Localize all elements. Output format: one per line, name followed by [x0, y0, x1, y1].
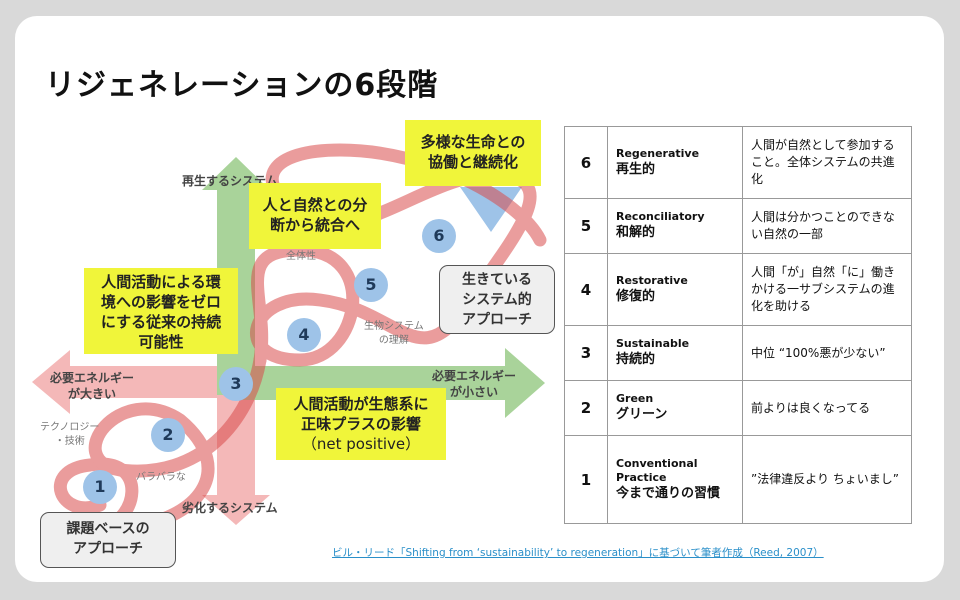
axis-label-left-line1: 必要エネルギー: [50, 371, 135, 385]
stage-name: Regenerative 再生的: [607, 126, 743, 199]
stage-name-ja: 再生的: [616, 161, 656, 177]
stage-name-ja: 修復的: [616, 288, 656, 304]
living-approach-line1: 生きている: [462, 272, 532, 288]
stage-name-en: Restorative: [616, 273, 688, 287]
callout-zero-impact-line2: 境への影響をゼロ: [100, 293, 221, 311]
axis-label-right-line2: が小さい: [450, 385, 499, 399]
living-systems-approach-box: 生きている システム的 アプローチ: [439, 265, 555, 334]
stage-name-ja: 和解的: [616, 225, 656, 240]
stage-number: 6: [564, 126, 608, 199]
problem-based-approach-box: 課題ベースの アプローチ: [40, 512, 176, 568]
label-fragmented: バラバラな: [136, 472, 186, 483]
stage-description: 人間は分かつことのできない自然の一部: [742, 198, 912, 254]
callout-human-nature: 人と自然との分 断から統合へ: [249, 183, 381, 249]
callout-human-nature-line2: 断から統合へ: [269, 216, 360, 234]
stage-number: 5: [564, 198, 608, 254]
stages-table: 6 Regenerative 再生的 人間が自然として参加すること。全体システム…: [564, 126, 912, 524]
callout-human-nature-line1: 人と自然との分: [262, 196, 368, 214]
stage-name-en: Conventional Practice: [616, 456, 698, 484]
table-row: 6 Regenerative 再生的 人間が自然として参加すること。全体システム…: [564, 126, 912, 199]
stage-number: 2: [564, 380, 608, 436]
living-approach-line2: システム的: [462, 292, 532, 308]
axis-label-left: 必要エネルギー が大きい: [50, 370, 134, 402]
stage-name-ja: グリーン: [616, 407, 668, 422]
stage-circle-2: 2: [151, 418, 185, 452]
stage-number: 4: [564, 253, 608, 326]
stage-circle-3: 3: [219, 367, 253, 401]
stage-name: Conventional Practice 今まで通りの習慣: [607, 435, 743, 524]
stage-number: 1: [564, 435, 608, 524]
stage-circle-5: 5: [354, 268, 388, 302]
label-living-systems-line2: の理解: [378, 335, 409, 346]
callout-diverse-life-line2: 協働と継続化: [427, 153, 518, 171]
stage-description: 人間「が」自然「に」働きかける一サブシステムの進化を助ける: [742, 253, 912, 326]
stage-name-en: Sustainable: [616, 337, 690, 350]
right-arrow: [236, 348, 545, 418]
source-link[interactable]: ビル・リード「Shifting from ‘sustainability’ to…: [332, 547, 824, 559]
callout-net-positive-line2: 正味プラスの影響: [301, 415, 421, 433]
label-technology-line1: テクノロジー: [40, 422, 100, 433]
callout-net-positive: 人間活動が生態系に 正味プラスの影響 （net positive）: [276, 388, 446, 460]
axis-label-right: 必要エネルギー が小さい: [432, 368, 516, 400]
living-approach-line3: アプローチ: [462, 312, 532, 328]
stage-circle-4: 4: [287, 318, 321, 352]
table-row: 4 Restorative 修復的 人間「が」自然「に」働きかける一サブシステム…: [564, 253, 912, 326]
axis-label-right-line1: 必要エネルギー: [432, 369, 517, 383]
stage-name: Sustainable 持続的: [607, 325, 743, 381]
callout-net-positive-line1: 人間活動が生態系に: [293, 395, 429, 413]
axis-label-left-line2: が大きい: [68, 387, 117, 401]
stage-circle-1: 1: [83, 470, 117, 504]
label-technology-line2: ・技術: [54, 436, 85, 447]
table-row: 5 Reconciliatory 和解的 人間は分かつことのできない自然の一部: [564, 198, 912, 254]
label-technology: テクノロジー ・技術: [40, 421, 99, 449]
stage-circle-6: 6: [422, 219, 456, 253]
stage-name: Restorative 修復的: [607, 253, 743, 326]
down-arrow: [202, 366, 270, 525]
axis-label-down: 劣化するシステム: [182, 501, 278, 515]
problem-approach-line1: 課題ベースの: [66, 521, 150, 537]
stage-number: 3: [564, 325, 608, 381]
table-row: 3 Sustainable 持続的 中位 “100%悪が少ない”: [564, 325, 912, 381]
stage-name-en: Reconciliatory: [616, 210, 705, 223]
stage-name-ja: 今まで通りの習慣: [616, 485, 721, 501]
callout-zero-impact: 人間活動による環 境への影響をゼロ にする従来の持続 可能性: [84, 268, 238, 354]
callout-net-positive-line3: （net positive）: [301, 435, 421, 453]
stage-name-en: Green: [616, 392, 654, 405]
label-whole: 全体性: [286, 251, 316, 262]
callout-diverse-life-line1: 多様な生命との: [420, 133, 526, 151]
table-row: 1 Conventional Practice 今まで通りの習慣 ”法律違反より…: [564, 435, 912, 524]
stage-name: Reconciliatory 和解的: [607, 198, 743, 254]
table-row: 2 Green グリーン 前よりは良くなってる: [564, 380, 912, 436]
stage-description: 前よりは良くなってる: [742, 380, 912, 436]
stage-name-en: Regenerative: [616, 146, 700, 160]
stage-description: 中位 “100%悪が少ない”: [742, 325, 912, 381]
callout-zero-impact-line1: 人間活動による環: [101, 273, 221, 291]
stage-description: ”法律違反より ちょいまし”: [742, 435, 912, 524]
problem-approach-line2: アプローチ: [73, 541, 143, 557]
stage-name-ja: 持続的: [616, 352, 656, 367]
page-title: リジェネレーションの6段階: [45, 68, 439, 103]
callout-zero-impact-line4: 可能性: [138, 333, 184, 351]
callout-diverse-life: 多様な生命との 協働と継続化: [405, 120, 541, 186]
stage-name: Green グリーン: [607, 380, 743, 436]
label-living-systems: 生物システム の理解: [364, 320, 424, 348]
label-living-systems-line1: 生物システム: [364, 321, 424, 332]
callout-zero-impact-line3: にする従来の持続: [100, 313, 222, 331]
left-arrow: [32, 350, 236, 414]
stage-description: 人間が自然として参加すること。全体システムの共進化: [742, 126, 912, 199]
